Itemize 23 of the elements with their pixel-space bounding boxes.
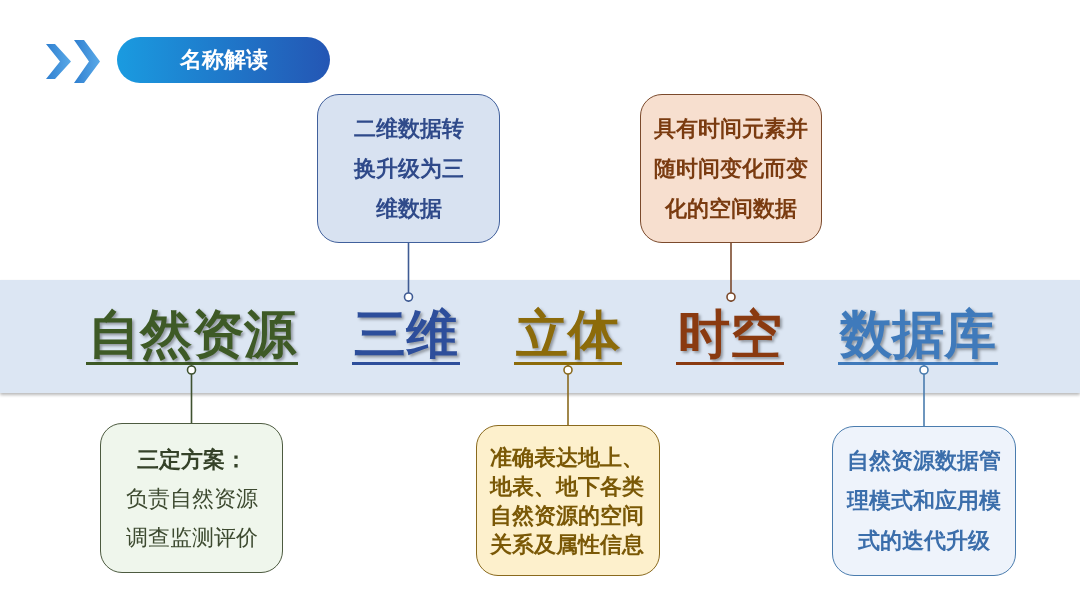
callout-heading: 三定方案： (135, 445, 248, 474)
callout-box (100, 423, 283, 573)
callout-text: 自然资源数据管理模式和应用模式的迭代升级 (845, 447, 1002, 555)
leader-line (726, 242, 736, 303)
callout-box (640, 94, 822, 243)
callout-text: 负责自然资源调查监测评价 (124, 484, 259, 552)
callout-box (476, 425, 660, 576)
leader-line (403, 242, 414, 303)
leader-line (919, 364, 929, 427)
callout-text: 二维数据转换升级为三维数据 (352, 114, 465, 223)
keyword: 三维 (352, 302, 460, 365)
band (0, 280, 1080, 393)
keyword: 自然资源 (86, 302, 298, 365)
keyword: 时空 (676, 302, 784, 365)
keyword: 数据库 (838, 302, 998, 365)
leader-line (563, 364, 573, 426)
callout-text: 准确表达地上、地表、地下各类自然资源的空间关系及属性信息 (489, 443, 645, 559)
callout-text: 具有时间元素并随时间变化而变化的空间数据 (653, 114, 809, 223)
keyword: 立体 (514, 302, 622, 365)
callout-box (317, 94, 500, 243)
title-banner: 名称解读 (117, 37, 330, 83)
callout-box (832, 426, 1016, 576)
leader-line (186, 364, 197, 424)
